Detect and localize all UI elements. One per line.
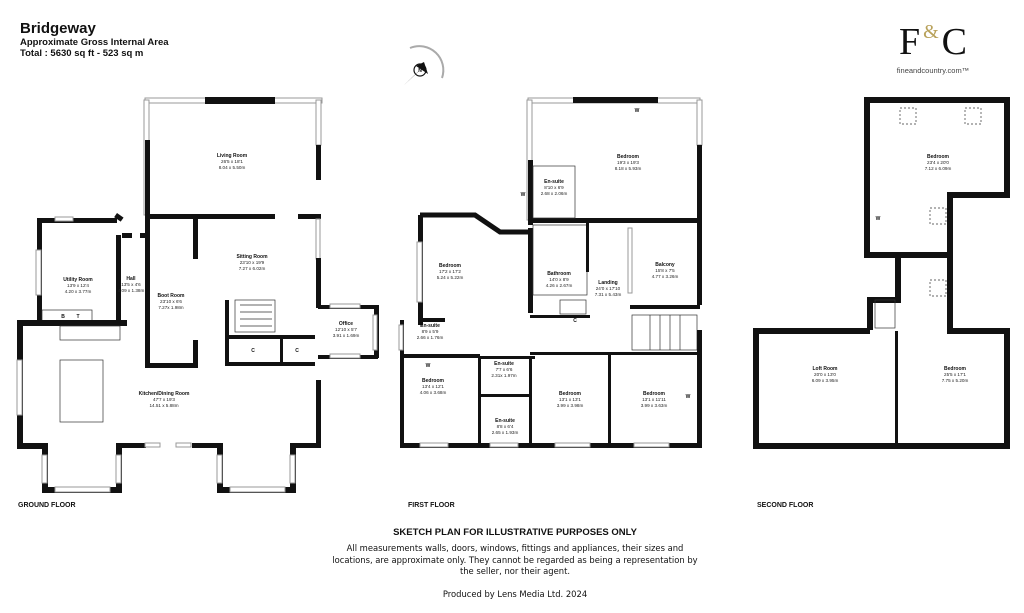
- room-name: Bedroom: [617, 154, 640, 160]
- room-name: Sitting Room: [236, 254, 268, 260]
- room-dimensions-metric: 3.91 x 1.69m: [333, 333, 360, 338]
- room-dimensions-metric: 7.31 x 5.43m: [595, 292, 622, 297]
- room-dimensions-imperial: 24'0 x 17'10: [596, 286, 621, 291]
- room-dimensions-metric: 4.09 x 1.38m: [118, 288, 145, 293]
- room-dimensions-metric: 3.99 x 3.63m: [641, 403, 668, 408]
- room-name: Kitchen/Dining Room: [139, 391, 190, 397]
- room-name: Bedroom: [643, 391, 666, 397]
- first-floor-label: FIRST FLOOR: [408, 502, 455, 509]
- room-dimensions-metric: 7.75 x 5.20m: [942, 378, 969, 383]
- room-dimensions-metric: 2.66 x 1.76m: [417, 335, 444, 340]
- room-name: En-suite: [494, 361, 514, 367]
- room-name: Loft Room: [813, 366, 839, 372]
- property-name: Bridgeway: [20, 20, 96, 37]
- room-dimensions-imperial: 23'10 x 19'9: [240, 260, 265, 265]
- second-floor-plan: [753, 97, 1010, 449]
- room-name: Office: [339, 321, 353, 327]
- room-dimensions-metric: 4.06 x 3.68m: [420, 390, 447, 395]
- room-dimensions-imperial: 8'9 x 5'9: [422, 329, 439, 334]
- logo-url: fineandcountry.com™: [896, 66, 970, 75]
- room-dimensions-metric: 7.27x 1.98m: [158, 305, 183, 310]
- area-subtitle: Approximate Gross Internal Area: [20, 37, 169, 48]
- room-dimensions-metric: 2.31x 1.97m: [491, 373, 516, 378]
- room-dimensions-metric: 3.99 x 3.98m: [557, 403, 584, 408]
- room-name: Bedroom: [944, 366, 967, 372]
- footer: SKETCH PLAN FOR ILLUSTRATIVE PURPOSES ON…: [330, 527, 700, 599]
- cupboard-mark: W: [521, 192, 526, 198]
- compass-label: N: [418, 68, 422, 74]
- room-dimensions-imperial: 26'5 x 18'1: [221, 159, 243, 164]
- room-dimensions-imperial: 14'0 x 8'9: [549, 277, 569, 282]
- room-dimensions-imperial: 8'10 x 6'9: [544, 185, 564, 190]
- room-dimensions-imperial: 7'7 x 6'6: [496, 367, 513, 372]
- fine-and-country-logo: F&C fineandcountry.com™: [884, 22, 982, 75]
- cupboard-mark: C: [295, 348, 299, 354]
- second-floor-label: SECOND FLOOR: [757, 502, 814, 509]
- room-dimensions-metric: 7.12 x 6.09m: [925, 166, 952, 171]
- room-dimensions-metric: 4.77 x 3.26m: [652, 274, 679, 279]
- disclaimer-heading: SKETCH PLAN FOR ILLUSTRATIVE PURPOSES ON…: [393, 527, 637, 538]
- room-dimensions-imperial: 12'10 x 5'7: [335, 327, 357, 332]
- room-dimensions-imperial: 15'8 x 7'5: [655, 268, 675, 273]
- room-dimensions-imperial: 25'5 x 17'1: [944, 372, 966, 377]
- room-dimensions-metric: 8.18 x 5.93m: [615, 166, 642, 171]
- cupboard-mark: T: [76, 314, 79, 320]
- room-dimensions-imperial: 47'7 x 19'3: [153, 397, 175, 402]
- room-dimensions-imperial: 13'1 x 11'11: [642, 397, 666, 402]
- room-dimensions-metric: 14.51 x 5.88m: [149, 403, 178, 408]
- room-dimensions-metric: 5.24 x 5.22m: [437, 275, 464, 280]
- room-name: Bedroom: [559, 391, 582, 397]
- room-name: Bedroom: [439, 263, 462, 269]
- producer-credit: Produced by Lens Media Ltd. 2024: [442, 588, 588, 599]
- compass-north-icon: N: [403, 45, 445, 86]
- room-dimensions-metric: 2.68 x 2.06m: [541, 191, 568, 196]
- header: Bridgeway Approximate Gross Internal Are…: [20, 20, 169, 59]
- room-dimensions-metric: 8.04 x 5.50m: [219, 165, 246, 170]
- ground-floor-label: GROUND FLOOR: [18, 502, 76, 509]
- room-name: Hall: [126, 276, 136, 282]
- room-dimensions-metric: 6.09 x 3.95m: [812, 378, 839, 383]
- cupboard-mark: B: [61, 314, 65, 320]
- room-dimensions-imperial: 23'4 x 20'0: [927, 160, 949, 165]
- logo-mark: F&C: [898, 21, 968, 63]
- room-name: Bathroom: [547, 271, 571, 277]
- disclaimer-text: All measurements walls, doors, windows, …: [332, 543, 698, 576]
- room-dimensions-imperial: 23'10 x 6'6: [160, 299, 182, 304]
- room-dimensions-imperial: 17'2 x 17'2: [439, 269, 461, 274]
- first-floor-plan: [398, 97, 703, 448]
- room-name: Balcony: [655, 262, 675, 268]
- room-name: En-suite: [420, 323, 440, 329]
- room-name: Utility Room: [63, 277, 93, 283]
- cupboard-mark: W: [635, 108, 640, 114]
- room-dimensions-imperial: 13'1 x 13'1: [559, 397, 581, 402]
- room-dimensions-imperial: 8'8 x 6'4: [497, 424, 514, 429]
- room-dimensions-metric: 7.27 x 6.02m: [239, 266, 266, 271]
- room-name: Bedroom: [422, 378, 445, 384]
- total-area: Total : 5630 sq ft - 523 sq m: [20, 48, 144, 59]
- room-dimensions-imperial: 19'3 x 19'3: [617, 160, 639, 165]
- room-name: Bedroom: [927, 154, 950, 160]
- cupboard-mark: W: [876, 216, 881, 222]
- room-dimensions-metric: 4.20 x 3.77m: [65, 289, 92, 294]
- cupboard-mark: C: [573, 318, 577, 324]
- room-name: En-suite: [495, 418, 515, 424]
- room-dimensions-metric: 2.65 x 1.93m: [492, 430, 519, 435]
- room-dimensions-metric: 4.26 x 2.67m: [546, 283, 573, 288]
- room-dimensions-imperial: 13'4 x 12'1: [422, 384, 444, 389]
- room-dimensions-imperial: 13'5 x 4'6: [121, 282, 141, 287]
- room-name: Landing: [598, 280, 617, 286]
- cupboard-mark: W: [686, 394, 691, 400]
- cupboard-mark: W: [426, 363, 431, 369]
- room-dimensions-imperial: 13'9 x 12'4: [67, 283, 89, 288]
- room-dimensions-imperial: 20'0 x 13'0: [814, 372, 836, 377]
- cupboard-mark: C: [251, 348, 255, 354]
- room-name: En-suite: [544, 179, 564, 185]
- room-name: Living Room: [217, 153, 248, 159]
- ground-floor-plan: [16, 97, 379, 493]
- room-name: Boot Room: [158, 293, 185, 299]
